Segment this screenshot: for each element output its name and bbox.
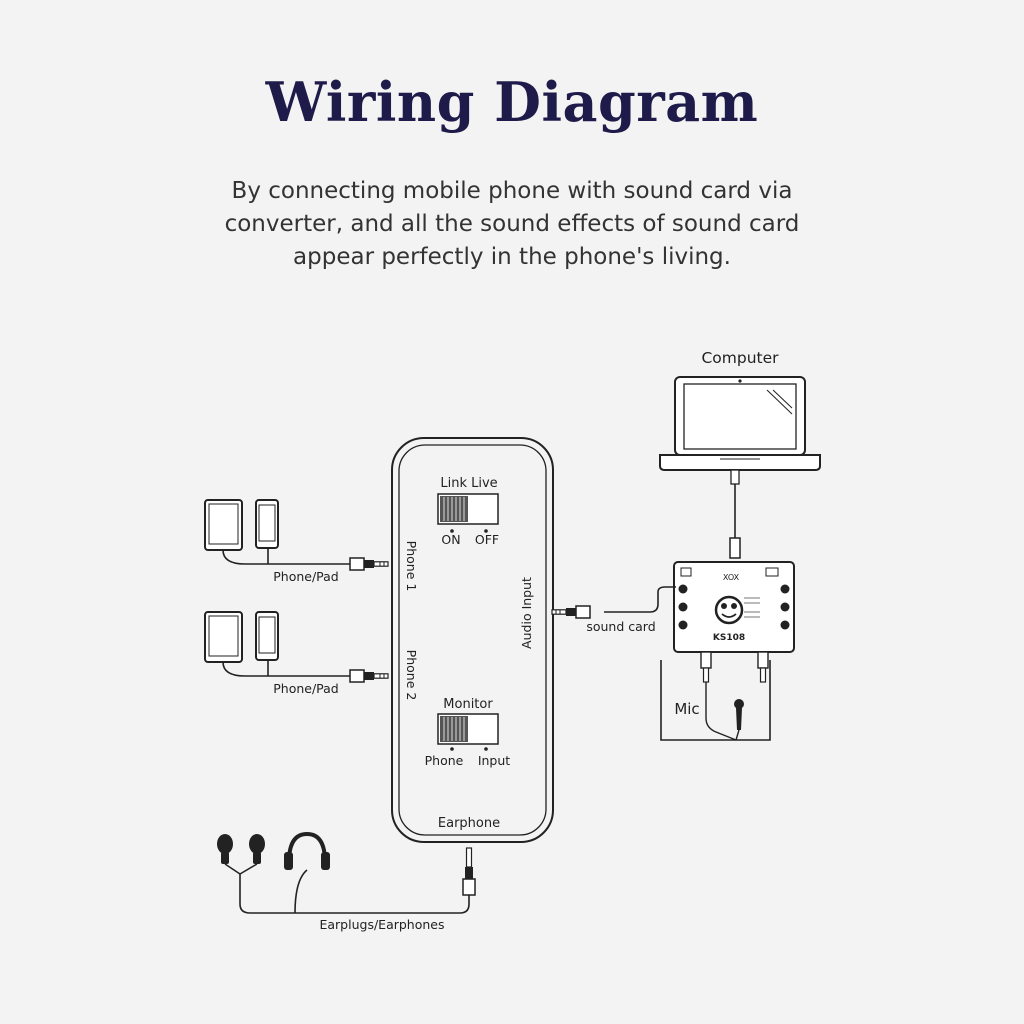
phone2-cable (222, 660, 350, 677)
phone1-cable (222, 548, 350, 565)
phone-mode-label: Phone (425, 753, 464, 768)
tablet-icon (204, 499, 243, 551)
computer-label: Computer (701, 349, 779, 367)
phone2-jack (349, 669, 389, 683)
phone-icon (255, 499, 279, 549)
sound-card-label: sound card (586, 619, 655, 634)
earphone-cable (239, 869, 470, 914)
audio-input-jack (551, 605, 591, 619)
earplugs-label: Earplugs/Earphones (319, 917, 444, 932)
sound-card-device (673, 561, 795, 653)
link-live-label: Link Live (440, 476, 497, 491)
phone-icon (255, 611, 279, 661)
phone-pad-label-1: Phone/Pad (273, 569, 339, 584)
usb-cable (729, 469, 741, 559)
link-live-switch[interactable] (437, 493, 499, 533)
input-mode-label: Input (478, 753, 510, 768)
monitor-label: Monitor (443, 697, 493, 712)
off-label: OFF (475, 532, 499, 547)
headphones-icon (284, 831, 330, 870)
phone-pad-label-2: Phone/Pad (273, 681, 339, 696)
converter-box (391, 437, 554, 843)
earbuds-icon (217, 834, 265, 875)
mic-label: Mic (674, 700, 699, 718)
phone2-port-label: Phone 2 (404, 650, 419, 701)
mic-cable-loop (660, 651, 771, 741)
earphone-jack (462, 847, 476, 896)
laptop-icon (659, 376, 821, 471)
phone1-jack (349, 557, 389, 571)
sound-card-brand: XOX (723, 573, 740, 582)
monitor-switch[interactable] (437, 713, 499, 751)
audio-input-port-label: Audio Input (519, 577, 534, 649)
earphone-port-label: Earphone (438, 816, 500, 831)
page-subtitle: By connecting mobile phone with sound ca… (224, 178, 800, 270)
phone1-port-label: Phone 1 (404, 541, 419, 592)
on-label: ON (441, 532, 460, 547)
page-title: Wiring Diagram (265, 70, 759, 134)
microphone-icon (734, 699, 744, 741)
sound-card-model: KS108 (713, 633, 745, 643)
sound-card-cable (604, 586, 676, 613)
tablet-icon (204, 611, 243, 663)
